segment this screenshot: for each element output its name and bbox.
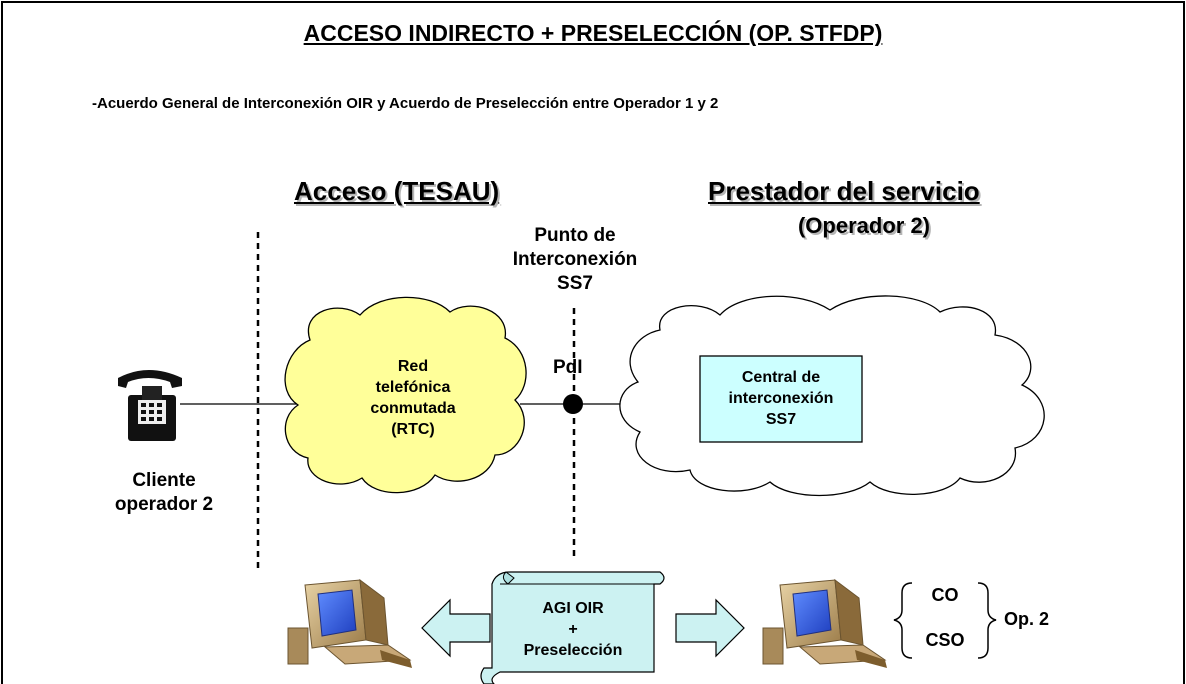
- agreement-scroll: [480, 571, 665, 684]
- scroll-line-2: +: [568, 621, 578, 638]
- right-brace: [977, 582, 997, 659]
- central-line-1: Central de: [741, 369, 821, 386]
- rtc-line-4: (RTC): [391, 421, 435, 438]
- rtc-line-1: Red: [397, 358, 429, 375]
- central-box: [699, 355, 863, 443]
- interconnection-line-2: Interconexión: [512, 249, 638, 270]
- interconnection-line-3: SS7: [557, 273, 593, 294]
- cso-label: CSO: [925, 630, 965, 650]
- central-line-2: interconexión: [728, 390, 834, 407]
- rtc-line-2: telefónica: [375, 379, 451, 396]
- telephone-icon: [118, 370, 182, 441]
- pdi-label: PdI: [553, 357, 583, 378]
- provider-subheading: (Operador 2): [797, 213, 931, 238]
- computer-icon-right: [762, 578, 887, 668]
- pdi-node: [563, 394, 583, 414]
- scroll-line-1: AGI OIR: [542, 600, 604, 617]
- scroll-label: AGI OIR + Preselección: [494, 598, 652, 661]
- agreement-text-row: -Acuerdo General de Interconexión OIR y …: [92, 95, 718, 112]
- agreement-text: Acuerdo General de Interconexión OIR y A…: [97, 95, 719, 112]
- agreement-dash: -: [92, 95, 97, 112]
- computer-icon-left: [287, 578, 412, 668]
- scroll-line-3: Preselección: [523, 642, 623, 659]
- client-line-1: Cliente: [132, 470, 196, 491]
- central-line-3: SS7: [765, 411, 797, 428]
- rtc-line-3: conmutada: [370, 400, 456, 417]
- rtc-cloud-label: Red telefónica conmutada (RTC): [318, 356, 508, 440]
- access-heading: Acceso (TESAU): [294, 176, 500, 206]
- interconnection-line-1: Punto de: [534, 225, 616, 246]
- op2-label: Op. 2: [1004, 609, 1050, 629]
- central-label: Central de interconexión SS7: [700, 367, 862, 430]
- page-title: ACCESO INDIRECTO + PRESELECCIÓN (OP. STF…: [303, 20, 883, 46]
- client-label: Cliente operador 2: [94, 469, 234, 517]
- interconnection-point-label: Punto de Interconexión SS7: [490, 224, 660, 296]
- client-line-2: operador 2: [114, 494, 214, 515]
- left-brace: [893, 582, 913, 659]
- co-label: CO: [931, 585, 959, 605]
- rtc-cloud-shape: [284, 296, 527, 494]
- arrow-right: [675, 598, 745, 658]
- arrow-left: [421, 598, 491, 658]
- provider-heading: Prestador del servicio: [708, 176, 980, 206]
